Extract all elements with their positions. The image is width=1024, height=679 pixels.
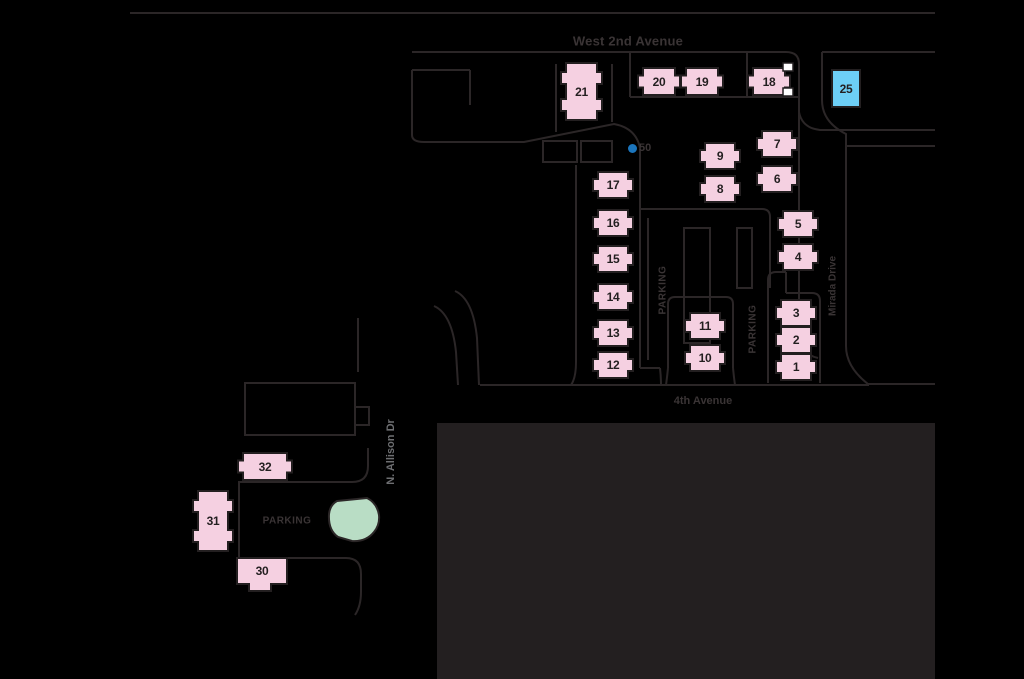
lot-line	[683, 227, 711, 344]
building-number-21: 21	[575, 84, 588, 99]
building-30	[236, 557, 288, 592]
building-11	[684, 312, 726, 340]
building-number-14: 14	[606, 290, 620, 304]
building-19	[680, 67, 724, 96]
lot-line	[659, 367, 736, 386]
lot-line	[736, 227, 753, 289]
building-13	[592, 319, 634, 347]
road-line	[433, 305, 459, 386]
road-line	[798, 111, 935, 131]
building-17	[592, 171, 634, 199]
white-block	[782, 62, 794, 72]
building-21	[560, 62, 603, 121]
photo-placeholder	[437, 423, 935, 679]
building-number-5: 5	[794, 217, 802, 231]
lot-line	[629, 52, 799, 98]
building-number-13: 13	[606, 326, 620, 340]
buildings-layer	[192, 62, 861, 592]
building-number-7: 7	[773, 137, 781, 151]
building-number-19: 19	[695, 74, 709, 89]
building-4	[777, 243, 819, 271]
building-14	[592, 283, 634, 311]
pond	[327, 496, 381, 543]
lot-line	[767, 271, 821, 383]
building-10	[684, 344, 726, 372]
outline-building	[244, 382, 356, 436]
building-15	[592, 245, 634, 273]
building-number-3: 3	[792, 306, 800, 320]
building-8	[699, 175, 741, 203]
building-number-15: 15	[606, 252, 620, 266]
building-6	[756, 165, 798, 193]
building-number-8: 8	[716, 182, 724, 196]
parking-label-central: PARKING	[657, 265, 669, 315]
building-31	[192, 490, 234, 552]
outbuilding-outline	[542, 140, 613, 163]
building-20	[637, 67, 681, 96]
building-number-4: 4	[794, 250, 802, 264]
lot-line	[555, 64, 613, 132]
building-number-9: 9	[716, 149, 724, 163]
building-number-18: 18	[762, 74, 776, 89]
building-number-11: 11	[698, 319, 712, 333]
lot-line	[570, 165, 577, 386]
building-12	[592, 351, 634, 379]
street-label-mirada-drive: Mirada Drive	[827, 255, 839, 317]
parking-label-west: PARKING	[262, 515, 312, 527]
building-number-32: 32	[258, 459, 272, 474]
road-line	[454, 290, 480, 386]
building-9	[699, 142, 741, 170]
lot-line	[238, 448, 369, 616]
building-16	[592, 209, 634, 237]
building-number-16: 16	[606, 216, 620, 230]
lot-line	[411, 122, 660, 369]
street-label-4th-avenue: 4th Avenue	[673, 395, 733, 407]
building-number-25: 25	[839, 81, 853, 96]
lot-line	[667, 296, 734, 368]
building-5	[777, 210, 819, 238]
site-marker-label: 50	[639, 142, 652, 154]
site-marker-dot	[628, 143, 637, 153]
building-1	[775, 353, 817, 381]
street-label-n-allison-dr: N. Allison Dr	[385, 419, 397, 485]
building-number-30: 30	[255, 564, 269, 578]
street-label-west-2nd-avenue: West 2nd Avenue	[572, 33, 684, 49]
building-number-20: 20	[652, 74, 666, 89]
deco-layer	[782, 62, 794, 97]
lot-line	[354, 406, 370, 426]
building-number-6: 6	[773, 172, 781, 186]
building-7	[756, 130, 798, 158]
building-number-2: 2	[792, 333, 800, 347]
white-block	[782, 87, 794, 97]
lot-line	[640, 208, 771, 288]
building-25	[831, 69, 861, 108]
building-number-1: 1	[792, 360, 800, 374]
building-32	[237, 452, 293, 481]
building-number-17: 17	[606, 178, 620, 192]
road-line	[821, 52, 935, 385]
lot-line	[411, 69, 471, 135]
building-number-10: 10	[698, 351, 712, 365]
building-number-31: 31	[206, 514, 220, 528]
site-marker-50: 50	[628, 142, 651, 154]
parking-label-east: PARKING	[747, 304, 759, 354]
building-number-12: 12	[606, 358, 620, 372]
